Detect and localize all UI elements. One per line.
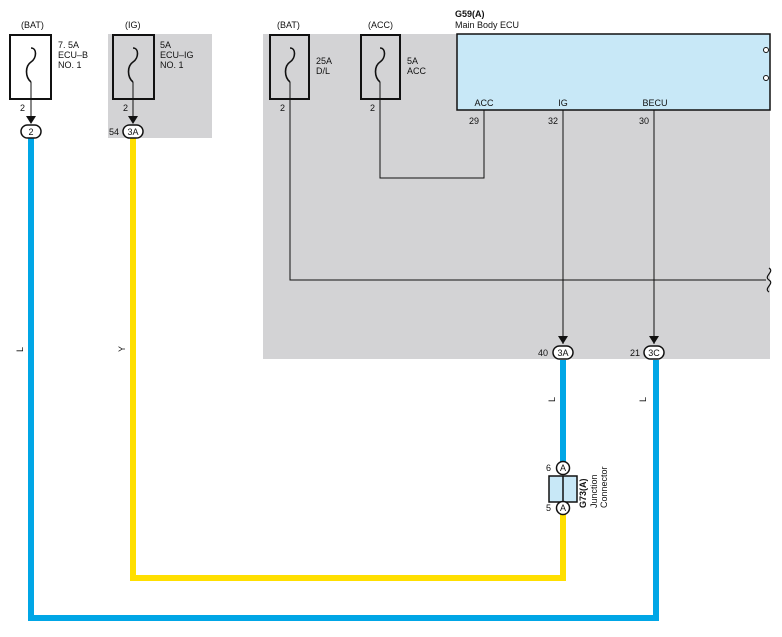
fuse-ecu-b-pin: 2	[20, 103, 25, 113]
junction-bottom-letter: A	[560, 503, 566, 513]
ecu-ig-fuse-area	[108, 34, 212, 138]
blue-wire-bat	[28, 138, 659, 621]
connector-3c-label: 3C	[648, 348, 660, 358]
connector-3a-top-pin: 54	[109, 127, 119, 137]
junction-bottom-pin: 5	[546, 503, 551, 513]
fuse-dl-pin: 2	[280, 103, 285, 113]
junction-top-pin: 6	[546, 463, 551, 473]
ecu-terminal-ig: IG	[558, 98, 568, 108]
connector-3a-bottom-pin: 40	[538, 348, 548, 358]
connector-3c-pin: 21	[630, 348, 640, 358]
junction-bottom-pin-circle	[555, 500, 571, 516]
ecu-pin-ig: 32	[548, 116, 558, 126]
fuse-acc-rating: 5A	[407, 56, 418, 66]
wire-color-mid-blue: L	[547, 397, 557, 402]
connector-3a-top-label: 3A	[127, 127, 138, 137]
fuse-ecu-ig-rating: 5A	[160, 40, 171, 50]
connector-2	[20, 124, 42, 139]
ecu-break-icon-2	[763, 75, 769, 81]
ecu-pin-acc: 29	[469, 116, 479, 126]
dl-wire	[289, 82, 766, 281]
ecu-code: G59(A)	[455, 9, 485, 19]
fuse-ecu-b-source: (BAT)	[21, 20, 44, 30]
fuse-ecu-b-rating: 7. 5A	[58, 40, 79, 50]
ecu-break-icon	[763, 47, 769, 53]
wire-color-right-blue: L	[638, 397, 648, 402]
fuse-ecu-b-icon	[25, 47, 37, 83]
fuse-dl-icon	[284, 47, 296, 83]
junction-name-1: Junction	[589, 474, 599, 508]
junction-top-pin-circle	[555, 460, 571, 476]
fuse-dl-name: D/L	[316, 66, 330, 76]
fuse-ecu-b-number: NO. 1	[58, 60, 82, 70]
fuse-ecu-ig-pin: 2	[123, 103, 128, 113]
ecu-pin-becu: 30	[639, 116, 649, 126]
fuse-ecu-ig-number: NO. 1	[160, 60, 184, 70]
yellow-wire-ig	[130, 138, 566, 581]
ecu-terminal-acc: ACC	[474, 98, 494, 108]
wire-color-left-blue: L	[15, 347, 25, 352]
fuse-ecu-ig-icon	[127, 47, 139, 83]
fuse-acc-source: (ACC)	[368, 20, 393, 30]
connector-3a-top	[122, 124, 144, 139]
ecu-terminal-becu: BECU	[642, 98, 667, 108]
junction-top-letter: A	[560, 463, 566, 473]
connector-3c	[643, 345, 665, 360]
ecu-name: Main Body ECU	[455, 20, 519, 30]
connector-2-label: 2	[28, 127, 33, 137]
fuse-acc-name: ACC	[407, 66, 427, 76]
fuse-dl-rating: 25A	[316, 56, 332, 66]
wire-color-yellow: Y	[117, 346, 127, 352]
fuse-acc-pin: 2	[370, 103, 375, 113]
wire-break-icon	[766, 267, 772, 293]
connector-3a-bottom-label: 3A	[557, 348, 568, 358]
fuse-dl-source: (BAT)	[277, 20, 300, 30]
main-body-ecu	[456, 33, 771, 111]
junction-name-2: Connector	[599, 466, 609, 508]
acc-wire	[379, 82, 485, 179]
connector-3a-bottom	[552, 345, 574, 360]
junction-code: G73(A)	[578, 478, 588, 508]
fuse-ecu-b-name: ECU–B	[58, 50, 88, 60]
fuse-ecu-ig-name: ECU–IG	[160, 50, 194, 60]
fuse-acc-icon	[374, 47, 386, 83]
fuse-ecu-ig-source: (IG)	[125, 20, 141, 30]
